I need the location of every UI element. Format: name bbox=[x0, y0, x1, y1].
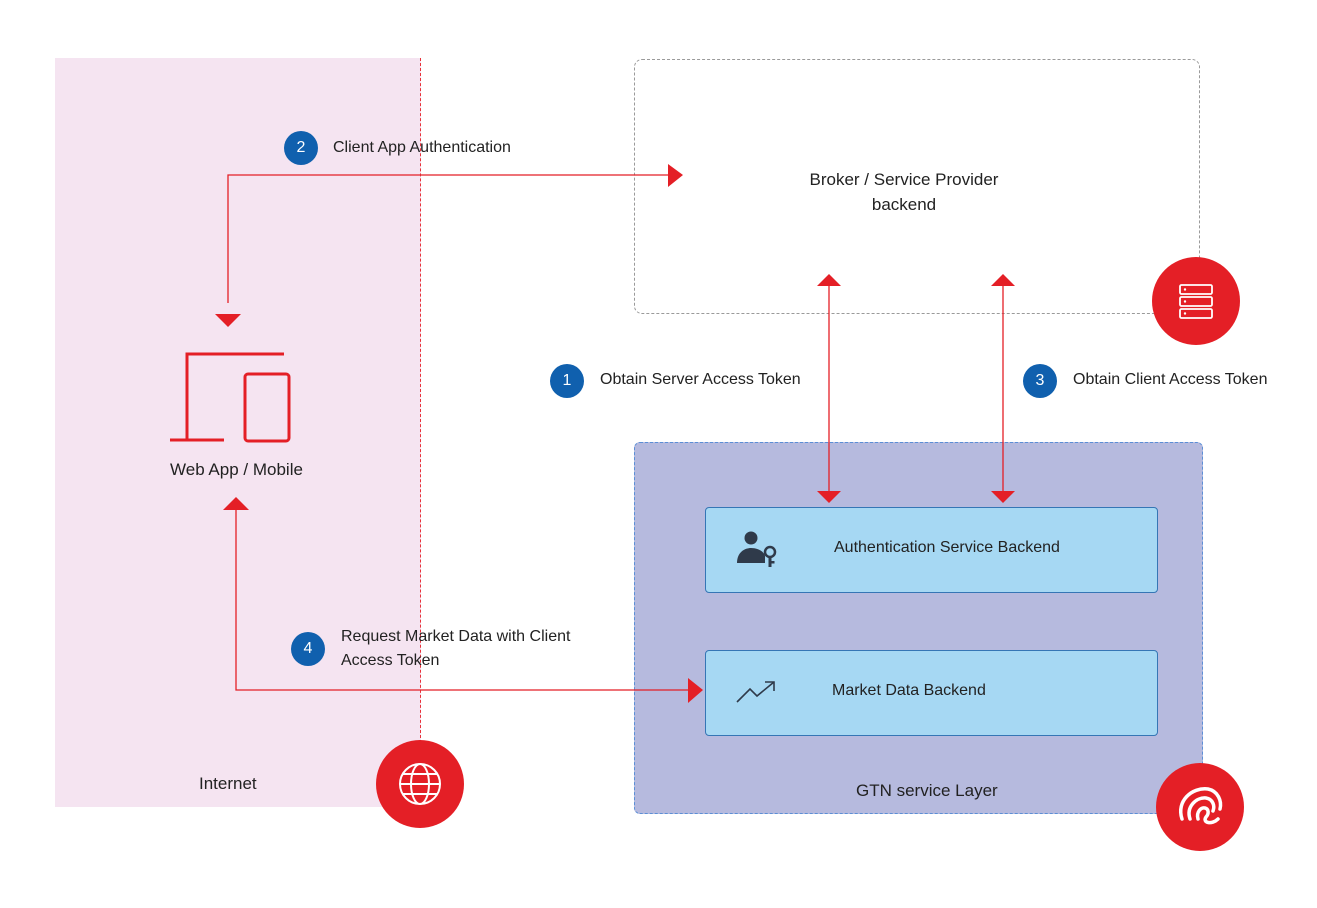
broker-backend-box bbox=[634, 59, 1200, 314]
broker-backend-title: Broker / Service Provider backend bbox=[634, 170, 1200, 215]
gtn-logo-glyph bbox=[1178, 787, 1223, 825]
arrowhead-up bbox=[991, 274, 1015, 286]
arrowhead-right bbox=[688, 678, 703, 703]
arrowhead-down bbox=[991, 491, 1015, 503]
internet-zone-label: Internet bbox=[199, 774, 257, 793]
step-2-badge: 2 bbox=[284, 131, 318, 165]
step-3-label: Obtain Client Access Token bbox=[1073, 371, 1268, 388]
arrowhead-up bbox=[817, 274, 841, 286]
gtn-service-layer-label: GTN service Layer bbox=[856, 781, 998, 800]
gtn-logo-icon bbox=[1156, 763, 1244, 851]
broker-backend-title-line2: backend bbox=[871, 195, 937, 214]
authentication-service-box bbox=[705, 507, 1158, 593]
step-1-connector bbox=[817, 274, 841, 503]
internet-boundary-line bbox=[420, 58, 421, 748]
broker-backend-title-line1: Broker / Service Provider bbox=[809, 170, 999, 189]
authentication-service-label: Authentication Service Backend bbox=[834, 539, 1060, 556]
server-rack-glyph bbox=[1179, 284, 1213, 319]
arrowhead-down bbox=[817, 491, 841, 503]
step-3-connector bbox=[991, 274, 1015, 503]
arrowhead-down bbox=[215, 314, 241, 327]
step-2-connector bbox=[215, 164, 683, 327]
step-4-label: Request Market Data with Client Access T… bbox=[341, 625, 570, 673]
globe-icon bbox=[376, 740, 464, 828]
step-4-label-line1: Request Market Data with Client bbox=[341, 628, 571, 645]
gtn-service-layer bbox=[634, 442, 1203, 814]
user-key-icon bbox=[737, 531, 777, 567]
step-2-label: Client App Authentication bbox=[333, 139, 511, 156]
market-data-box bbox=[705, 650, 1158, 736]
step-4-badge: 4 bbox=[291, 632, 325, 666]
step-4-label-line2: Access Token bbox=[341, 652, 440, 669]
step-3-badge: 3 bbox=[1023, 364, 1057, 398]
step-4-connector bbox=[223, 497, 703, 703]
step-1-badge: 1 bbox=[550, 364, 584, 398]
arrowhead-right bbox=[668, 164, 683, 187]
globe-glyph bbox=[399, 763, 441, 805]
trending-up-icon bbox=[736, 681, 775, 703]
market-data-label: Market Data Backend bbox=[832, 682, 986, 699]
server-rack-icon bbox=[1152, 257, 1240, 345]
arrowhead-up bbox=[223, 497, 249, 510]
laptop-and-phone-icon bbox=[170, 352, 291, 443]
step-1-label: Obtain Server Access Token bbox=[600, 371, 801, 388]
internet-zone bbox=[55, 58, 421, 807]
webapp-label: Web App / Mobile bbox=[170, 460, 303, 479]
